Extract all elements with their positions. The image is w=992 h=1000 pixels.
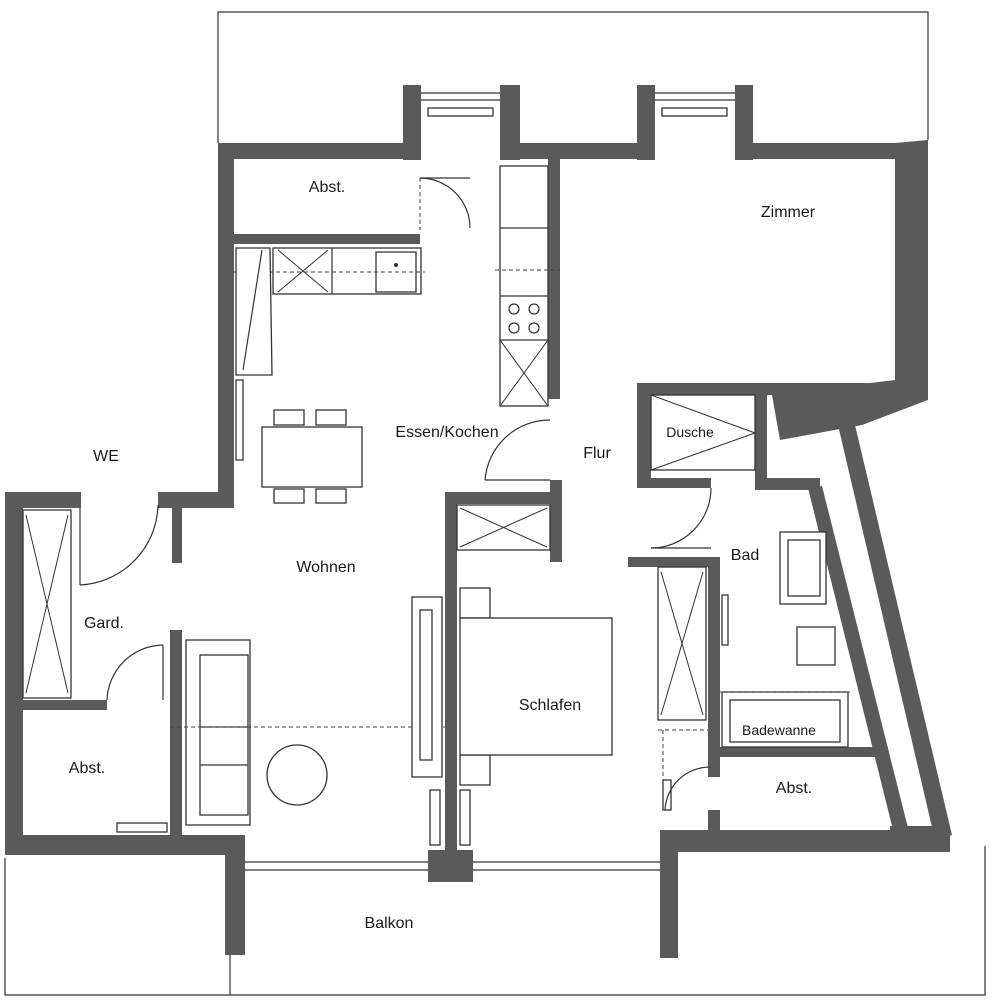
- room-label-wohnen: Wohnen: [296, 559, 355, 576]
- doors: [79, 177, 712, 811]
- windows: [116, 92, 735, 871]
- room-label-balkon: Balkon: [365, 915, 414, 932]
- room-label-schlafen: Schlafen: [519, 697, 581, 714]
- dining-table: [261, 409, 363, 504]
- room-label-abst-top: Abst.: [309, 179, 345, 196]
- room-label-flur: Flur: [583, 445, 611, 462]
- room-label-abst-right: Abst.: [776, 780, 812, 797]
- room-label-we: WE: [93, 448, 119, 465]
- kitchen-furniture: [234, 165, 560, 407]
- room-label-gard: Gard.: [84, 615, 124, 632]
- bathroom-fixtures: [720, 531, 852, 748]
- living-furniture: [170, 596, 445, 826]
- bedroom-furniture: [456, 504, 708, 786]
- shower: [650, 394, 756, 471]
- wardrobe: [22, 509, 72, 699]
- room-label-essen-kochen: Essen/Kochen: [395, 424, 498, 441]
- fixture-label-badewanne: Badewanne: [742, 722, 816, 738]
- room-label-abst-left: Abst.: [69, 760, 105, 777]
- room-label-dusche: Dusche: [666, 424, 714, 440]
- walls: [5, 85, 952, 958]
- room-label-zimmer: Zimmer: [761, 204, 816, 221]
- room-label-bad: Bad: [731, 547, 759, 564]
